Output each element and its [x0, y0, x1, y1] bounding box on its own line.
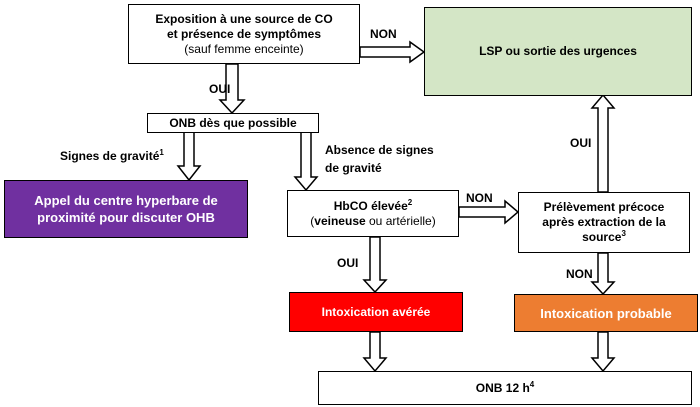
- gravite-sup: 1: [159, 148, 164, 157]
- prelevement-box: Prélèvement précoce après extraction de …: [518, 192, 690, 253]
- hbco-line1: HbCO élevée2: [333, 197, 413, 214]
- arrow-probable-to-onb: [590, 331, 616, 373]
- hyperbare-line1: Appel du centre hyperbare de: [34, 193, 218, 208]
- onb-final-box: ONB 12 h4: [318, 371, 692, 405]
- intox-averee-label: Intoxication avérée: [321, 304, 431, 319]
- edge-label-oui-right: OUI: [570, 136, 592, 150]
- arrow-exposure-to-lsp: [359, 40, 426, 64]
- hyperbare-box: Appel du centre hyperbare de proximité p…: [4, 180, 248, 238]
- edge-label-absence: Absence de signes de gravité: [325, 143, 434, 176]
- intox-averee-box: Intoxication avérée: [289, 292, 463, 332]
- onb-first-box: ONB dès que possible: [147, 113, 319, 133]
- lsp-label: LSP ou sortie des urgences: [479, 44, 637, 58]
- onb-final-sup: 4: [529, 379, 535, 389]
- prelevement-line2: après extraction de la: [542, 215, 666, 229]
- prelevement-line3: source3: [582, 230, 626, 245]
- lsp-box: LSP ou sortie des urgences: [424, 7, 692, 96]
- hbco-veineuse: veineuse: [314, 213, 366, 228]
- arrow-exposure-to-onb: [218, 63, 246, 115]
- onb-final-line: ONB 12 h4: [475, 379, 535, 396]
- absence-line2: de gravité: [325, 161, 382, 175]
- arrow-onb-to-hbco: [293, 131, 319, 192]
- hyperbare-line2: proximité pour discuter OHB: [37, 210, 215, 225]
- prelevement-line3-text: source: [582, 230, 622, 244]
- prelevement-sup: 3: [621, 229, 626, 238]
- edge-label-oui-top: OUI: [209, 82, 231, 96]
- edge-label-non-top: NON: [370, 27, 397, 41]
- exposure-box: Exposition à une source de CO et présenc…: [128, 4, 360, 64]
- exposure-line2: et présence de symptômes: [166, 26, 322, 41]
- edge-label-non-mid: NON: [466, 191, 493, 205]
- hbco-line2-rest: ou artérielle): [365, 213, 436, 228]
- exposure-line3: (sauf femme enceinte): [184, 41, 304, 56]
- arrow-hbco-to-averee: [362, 236, 388, 294]
- absence-line1: Absence de signes: [325, 143, 434, 157]
- gravite-text: Signes de gravité: [60, 149, 160, 163]
- hbco-sup: 2: [407, 197, 413, 207]
- hbco-title: HbCO élevée: [333, 198, 408, 213]
- hbco-box: HbCO élevée2 (veineuse ou artérielle): [287, 190, 459, 237]
- exposure-line1: Exposition à une source de CO: [155, 11, 333, 26]
- intox-probable-box: Intoxication probable: [514, 294, 698, 332]
- onb-first-label: ONB dès que possible: [169, 115, 297, 130]
- intox-probable-label: Intoxication probable: [540, 305, 672, 321]
- arrow-onb-to-hyperbare: [176, 131, 202, 182]
- hbco-line2: (veineuse ou artérielle): [310, 214, 435, 229]
- onb-final-label: ONB 12 h: [475, 380, 530, 395]
- arrow-averee-to-onb: [362, 331, 388, 373]
- edge-label-non-right: NON: [566, 267, 593, 281]
- edge-label-gravite: Signes de gravité1: [60, 149, 164, 164]
- edge-label-oui-left: OUI: [337, 256, 359, 270]
- arrow-prelevement-to-probable: [590, 252, 616, 296]
- arrow-prelevement-to-lsp: [590, 93, 616, 193]
- arrow-hbco-to-prelevement: [458, 199, 520, 225]
- hbco-paren-open: (: [310, 213, 315, 228]
- prelevement-line1: Prélèvement précoce: [543, 200, 665, 214]
